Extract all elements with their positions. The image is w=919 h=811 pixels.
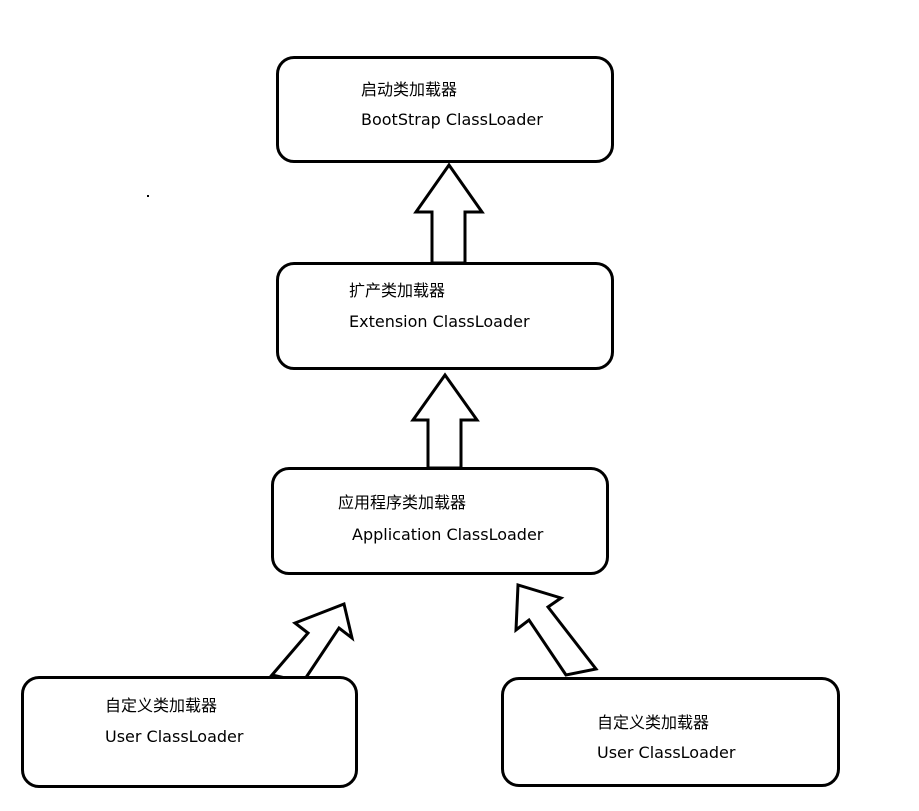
bootstrap-classloader-box: 启动类加载器 BootStrap ClassLoader: [276, 56, 614, 163]
bootstrap-name-en: BootStrap ClassLoader: [361, 110, 543, 129]
user-right-name-en: User ClassLoader: [597, 743, 736, 762]
arrow-extension-to-bootstrap: [413, 162, 485, 265]
user-left-name-zh: 自定义类加载器: [105, 696, 218, 715]
user-left-name-en: User ClassLoader: [105, 727, 244, 746]
extension-classloader-box: 扩产类加载器 Extension ClassLoader: [276, 262, 614, 370]
stray-dot: [147, 195, 149, 197]
arrow-application-to-extension: [410, 372, 480, 470]
user-right-name-zh: 自定义类加载器: [597, 713, 710, 732]
application-classloader-box: 应用程序类加载器 Application ClassLoader: [271, 467, 609, 575]
user-classloader-box-right: 自定义类加载器 User ClassLoader: [501, 677, 840, 787]
arrow-user-left-to-application: [269, 601, 355, 684]
application-name-zh: 应用程序类加载器: [338, 493, 467, 512]
extension-name-en: Extension ClassLoader: [349, 312, 530, 331]
extension-name-zh: 扩产类加载器: [349, 281, 446, 300]
bootstrap-name-zh: 启动类加载器: [361, 80, 458, 99]
arrow-user-right-to-application: [514, 583, 599, 677]
user-classloader-box-left: 自定义类加载器 User ClassLoader: [21, 676, 358, 788]
application-name-en: Application ClassLoader: [352, 525, 544, 544]
